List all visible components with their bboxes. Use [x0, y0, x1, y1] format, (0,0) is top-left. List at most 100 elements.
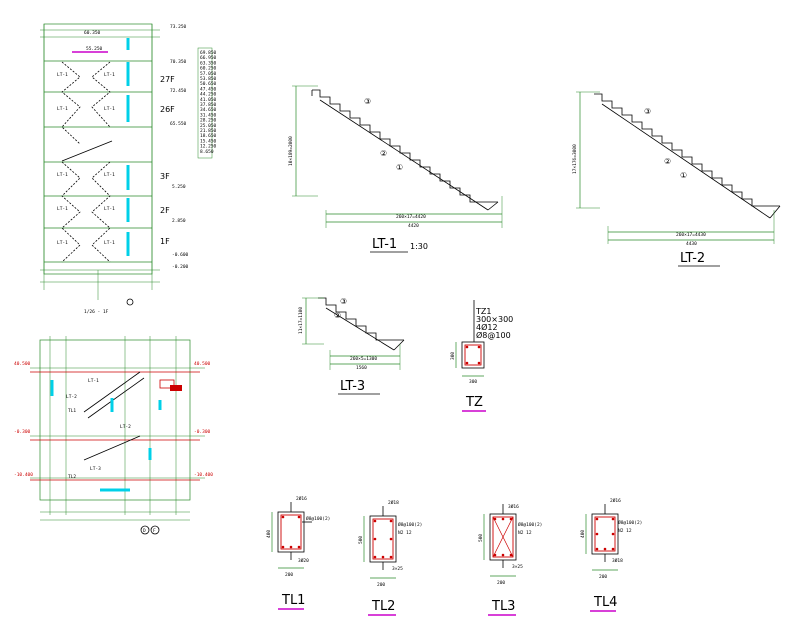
grid-label: D: [143, 528, 146, 534]
level-mark-right: -0.300: [194, 429, 211, 435]
tz-note: TZ1: [475, 307, 491, 316]
lt3-bar-mark: ②: [334, 311, 341, 320]
level-list-item: 44.250: [200, 92, 217, 98]
level-list-item: 34.650: [200, 107, 217, 113]
level-list-item: 69.850: [200, 50, 217, 56]
beam-top-bars: 2Ø16: [296, 495, 307, 502]
lt1-scale: 1:30: [410, 242, 428, 251]
section-stair-label: LT-1: [88, 378, 99, 384]
beam-height: 400: [266, 530, 272, 538]
beam-stirrup: Ø8@100(2): [306, 515, 330, 522]
lt1-title: LT-1: [372, 237, 397, 252]
lt1-bar-mark: ③: [364, 97, 371, 106]
beam-waist-bars: N2 12: [518, 530, 532, 536]
level-list-item: 21.850: [200, 128, 217, 134]
level-list-item: 12.250: [200, 144, 217, 150]
lt1-total-dim: 4420: [408, 223, 419, 229]
beam-tl1-section: [271, 502, 312, 569]
level-list-item: 31.450: [200, 112, 217, 118]
tz-height: 300: [450, 352, 456, 360]
plan-stair-label: LT-1: [104, 72, 115, 78]
beam-stirrup: Ø8@100(2): [518, 521, 542, 528]
section-stair-label: LT-3: [90, 466, 101, 472]
lt3-run-dim: 260×5=1300: [350, 356, 377, 362]
lt1-annotations: 10×189=2000 260×17=4420 4420 ③ ② ① LT-1 …: [288, 97, 428, 253]
plan-stair-label: LT-1: [104, 106, 115, 112]
plan-stair-label: LT-1: [57, 106, 68, 112]
plan-stair-label: LT-1: [104, 172, 115, 178]
floor-label: 27F: [160, 75, 175, 84]
level-list-item: 37.850: [200, 102, 217, 108]
lt2-run-dim: 260×17=4430: [676, 232, 706, 238]
plan-stair-label: LT-1: [57, 72, 68, 78]
lt3-title: LT-3: [340, 379, 365, 394]
lt2-title: LT-2: [680, 251, 705, 266]
section-stair-label: TL2: [68, 474, 76, 480]
section-stair-label: TL1: [68, 408, 76, 414]
beam-width: 200: [599, 574, 607, 580]
beam-width: 200: [377, 582, 385, 588]
beam-tl4-labels: 2Ø16 Ø8@100(2) N2 12 3Ø18 200 400 TL4: [580, 497, 642, 612]
beam-tl3-section: [483, 504, 517, 577]
lt3-bar-mark: ③: [340, 297, 347, 306]
tz-title: TZ: [465, 395, 483, 410]
lt1-run-dim: 260×17=4420: [396, 214, 426, 220]
tz-width: 300: [469, 379, 477, 385]
floor-label: 26F: [160, 105, 175, 114]
level-list-item: 66.950: [200, 55, 217, 61]
plan-stair-label: LT-1: [104, 240, 115, 246]
lt1-bar-mark: ②: [380, 149, 387, 158]
level-list-item: 15.450: [200, 138, 217, 144]
top-dimension: 60.350: [84, 30, 101, 36]
level-mark-right: 40.500: [194, 361, 211, 367]
beam-waist-bars: N2 12: [618, 528, 632, 534]
plan-dimension-text: 60.350 55.250 73.250 70.350 72.450 65.55…: [84, 24, 189, 315]
lt2-bar-mark: ③: [644, 107, 651, 116]
beam-tl3-labels: 3Ø16 Ø8@100(2) N2 12 3×25 200 500 TL3: [478, 503, 542, 616]
lt2-total-dim: 4430: [686, 241, 697, 247]
beam-height: 400: [580, 530, 586, 538]
level-list-item: 60.250: [200, 66, 217, 72]
beam-top-bars: 2Ø16: [610, 497, 621, 504]
level-list-item: 18.650: [200, 133, 217, 139]
level-list-item: 57.050: [200, 71, 217, 77]
lt1-stair-detail: [292, 85, 503, 228]
elevation-mark: -0.200: [172, 264, 189, 270]
beam-top-bars: 2Ø18: [388, 499, 399, 506]
level-list-item: 47.450: [200, 86, 217, 92]
lt2-bar-mark: ①: [680, 171, 687, 180]
plan-caption: 1/26 - 1F: [84, 309, 109, 315]
section-labels: LT-1 LT-2 LT-2 LT-3 TL1 TL2 40.500 -0.30…: [14, 361, 213, 535]
elevation-mark: 70.350: [170, 59, 187, 65]
elevation-mark: 72.450: [170, 88, 187, 94]
beam-bottom-bars: 3×25: [512, 564, 523, 570]
grid-label: F: [153, 528, 156, 534]
beam-bottom-bars: 3Ø18: [612, 557, 623, 564]
level-list-item: 53.850: [200, 76, 217, 82]
beam-stirrup: Ø8@100(2): [618, 519, 642, 526]
beam-title: TL1: [281, 593, 305, 608]
level-list-item: 28.250: [200, 118, 217, 124]
lt1-bar-mark: ①: [396, 163, 403, 172]
stair-section-view: [30, 336, 205, 521]
elevation-mark: -0.600: [172, 252, 189, 258]
level-mark-right: -10.400: [194, 472, 213, 478]
beam-stirrup: Ø8@100(2): [398, 521, 422, 528]
elevation-mark: 5.250: [172, 184, 186, 190]
tz-note: 4Ø12: [476, 322, 498, 332]
level-mark-left: -0.300: [14, 429, 31, 435]
floor-label: 2F: [160, 206, 170, 215]
beam-width: 200: [285, 572, 293, 578]
beam-width: 200: [497, 580, 505, 586]
level-mark-left: -10.400: [14, 472, 33, 478]
lt2-bar-mark: ②: [664, 157, 671, 166]
elevation-mark: 2.850: [172, 218, 186, 224]
grid-bubble: [126, 298, 134, 306]
level-list-item: 8.650: [200, 149, 214, 155]
level-list-item: 63.350: [200, 60, 217, 66]
level-list-item: 50.650: [200, 81, 217, 87]
beam-tl2-section: [363, 506, 397, 579]
beam-bottom-bars: 3Ø20: [298, 557, 309, 564]
level-mark-left: 40.500: [14, 361, 31, 367]
